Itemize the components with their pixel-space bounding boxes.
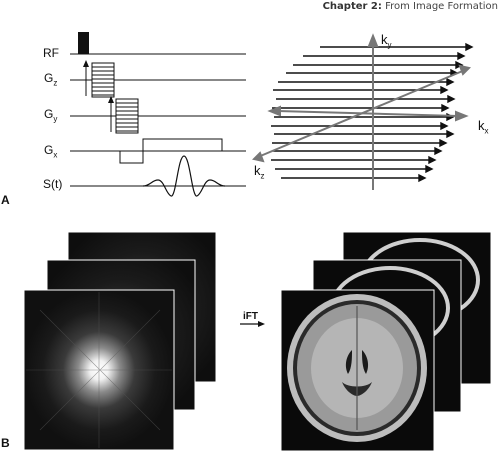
ift-arrow — [240, 321, 265, 327]
kspace-image-stack — [23, 231, 217, 451]
kspace-line-07 — [276, 94, 456, 104]
gx-label: Gx — [44, 143, 58, 160]
kspace-line-15 — [275, 164, 434, 174]
kspace-line-16 — [281, 173, 427, 183]
kspace-line-08 — [272, 103, 450, 113]
pulse-sequence-diagram — [70, 32, 474, 197]
kspace-line-04 — [286, 68, 459, 78]
signal-label: S(t) — [43, 177, 63, 191]
brain-ventricles — [345, 350, 369, 374]
ky-axis — [367, 33, 379, 190]
gz-label: Gz — [44, 71, 58, 88]
kspace-line-06 — [273, 85, 449, 95]
kz-axis — [252, 64, 471, 163]
rf-label: RF — [43, 46, 59, 60]
kspace-line-12 — [272, 138, 448, 148]
kz-label: kz — [254, 163, 265, 181]
rf-pulse — [78, 32, 89, 54]
kspace-line-03 — [293, 60, 464, 70]
brain-image-stack — [280, 231, 492, 452]
chapter-number: Chapter 2: — [322, 1, 382, 12]
chapter-title: From Image Formation — [385, 1, 498, 12]
kx-axis — [267, 105, 469, 122]
gy-label: Gy — [44, 107, 58, 124]
image-stacks — [23, 231, 492, 452]
gz-phase-table — [91, 62, 115, 98]
ky-label: ky — [381, 32, 392, 50]
panel-a-label: A — [1, 193, 10, 207]
gy-phase-table — [115, 98, 139, 134]
panel-b-label: B — [1, 436, 10, 450]
signal-echo — [142, 155, 226, 197]
kspace-line-05 — [278, 77, 455, 87]
kspace-lines — [271, 42, 474, 183]
chapter-header: Chapter 2: From Image Formation — [280, 1, 498, 12]
kspace-line-10 — [271, 121, 449, 131]
kspace-line-01 — [320, 42, 474, 52]
gx-readout-gradient — [119, 138, 223, 164]
kspace-line-11 — [274, 129, 455, 139]
ift-label: iFT — [243, 311, 258, 322]
kx-label: kx — [478, 118, 489, 136]
kspace-line-14 — [271, 155, 437, 165]
kspace-line-13 — [273, 146, 443, 156]
kspace-line-02 — [303, 51, 466, 61]
